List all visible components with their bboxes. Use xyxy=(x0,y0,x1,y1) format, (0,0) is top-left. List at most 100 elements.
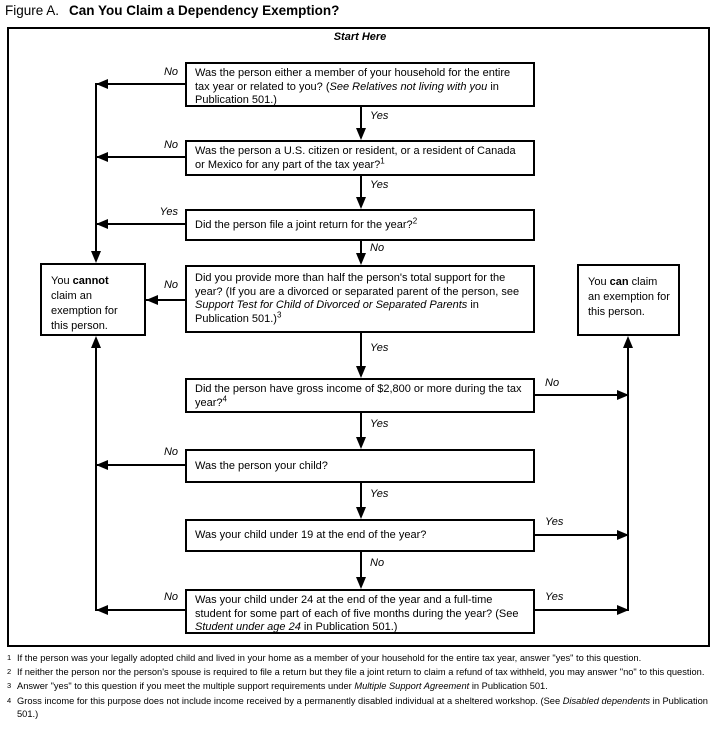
label-q5-yes: Yes xyxy=(370,418,389,430)
result-text: claim an exemption for this person. xyxy=(588,276,670,318)
question-text-italic: Support Test for Child of Divorced or Se… xyxy=(195,299,468,311)
question-text: in Publication 501.) xyxy=(300,621,398,633)
arrow-right-icon xyxy=(617,390,629,400)
connector-q2-no-line xyxy=(95,156,185,158)
footnote-ref: 2 xyxy=(412,216,418,226)
question-text-italic: Student under age 24 xyxy=(195,621,301,633)
question-text: Was the person your child? xyxy=(195,460,328,472)
start-here-label: Start Here xyxy=(333,31,387,43)
arrow-left-icon xyxy=(96,460,108,470)
footnote-text-italic: Multiple Support Agreement xyxy=(354,681,470,692)
flowchart-border xyxy=(7,27,710,647)
label-q3-yes: Yes xyxy=(159,206,178,218)
arrow-left-icon xyxy=(96,79,108,89)
result-text: You xyxy=(51,275,73,287)
footnotes-section: 1 If the person was your legally adopted … xyxy=(5,652,717,722)
left-rail-upper-line xyxy=(95,84,97,253)
footnote-text: Gross income for this purpose does not i… xyxy=(17,695,563,706)
arrow-down-icon xyxy=(356,577,366,589)
arrow-down-icon xyxy=(91,251,101,263)
label-q1-yes: Yes xyxy=(370,110,389,122)
arrow-left-icon xyxy=(146,295,158,305)
footnote-number: 2 xyxy=(7,667,12,677)
footnote-number: 4 xyxy=(7,695,12,705)
label-q6-yes: Yes xyxy=(370,488,389,500)
footnote-ref: 3 xyxy=(276,309,282,319)
connector-q2-q3-line xyxy=(360,176,362,199)
connector-q1-no-line xyxy=(95,83,185,85)
arrow-down-icon xyxy=(356,197,366,209)
question-text: Did the person file a joint return for t… xyxy=(195,219,413,231)
footnote-text: in Publication 501. xyxy=(469,681,548,692)
label-q2-yes: Yes xyxy=(370,179,389,191)
question-box-under-24-student: Was your child under 24 at the end of th… xyxy=(185,589,535,634)
arrow-down-icon xyxy=(356,366,366,378)
footnote-1: 1 If the person was your legally adopted … xyxy=(5,652,717,665)
connector-q3-yes-line xyxy=(95,223,185,225)
question-text: Was your child under 19 at the end of th… xyxy=(195,529,427,541)
footnote-text: If the person was your legally adopted c… xyxy=(17,653,642,663)
result-text: claim an exemption for this person. xyxy=(51,290,118,332)
left-rail-lower-line xyxy=(95,346,97,611)
label-q7-no: No xyxy=(370,557,385,569)
question-box-citizen: Was the person a U.S. citizen or residen… xyxy=(185,140,535,176)
footnote-number: 1 xyxy=(7,653,12,662)
footnote-number: 3 xyxy=(7,681,12,691)
arrow-right-icon xyxy=(617,530,629,540)
question-text: Did the person have gross income of $2,8… xyxy=(195,383,522,409)
label-q4-no: No xyxy=(163,279,178,291)
result-text: You xyxy=(588,276,610,288)
question-box-your-child: Was the person your child? xyxy=(185,449,535,483)
connector-q8-yes-line xyxy=(535,609,628,611)
label-q1-no: No xyxy=(163,66,178,78)
connector-q6-no-line xyxy=(95,464,185,466)
label-q2-no: No xyxy=(163,139,178,151)
figure-title-text: Can You Claim a Dependency Exemption? xyxy=(69,3,340,18)
footnote-3: 3 Answer "yes" to this question if you me… xyxy=(5,680,717,693)
arrow-right-icon xyxy=(617,605,629,615)
label-q8-no: No xyxy=(163,591,178,603)
connector-q7-q8-line xyxy=(360,552,362,578)
label-q7-yes: Yes xyxy=(545,516,564,528)
question-text: in Publication 501.) xyxy=(195,299,479,325)
arrow-left-icon xyxy=(96,605,108,615)
connector-q3-q4-line xyxy=(360,241,362,255)
footnote-ref: 1 xyxy=(380,155,385,165)
arrow-up-icon xyxy=(91,336,101,348)
footnote-4: 4 Gross income for this purpose does not … xyxy=(5,695,717,721)
question-text: Was the person a U.S. citizen or residen… xyxy=(195,145,516,171)
arrow-left-icon xyxy=(96,152,108,162)
question-box-household: Was the person either a member of your h… xyxy=(185,62,535,107)
arrow-down-icon xyxy=(356,507,366,519)
arrow-down-icon xyxy=(356,128,366,140)
footnote-text: Answer "yes" to this question if you mee… xyxy=(17,681,355,692)
connector-q4-no-line xyxy=(146,299,185,301)
arrow-down-icon xyxy=(356,437,366,449)
question-box-under-19: Was your child under 19 at the end of th… xyxy=(185,519,535,552)
connector-q5-no-line xyxy=(535,394,628,396)
footnote-text: If neither the person nor the person's s… xyxy=(17,667,705,678)
label-q8-yes: Yes xyxy=(545,591,564,603)
footnote-ref: 4 xyxy=(222,393,227,403)
footnote-text-italic: Disabled dependents xyxy=(562,695,651,706)
arrow-up-icon xyxy=(623,336,633,348)
label-q5-no: No xyxy=(545,377,560,389)
label-q3-no: No xyxy=(370,242,385,254)
result-box-can-claim: You can claim an exemption for this pers… xyxy=(577,264,680,336)
question-text: Did you provide more than half the perso… xyxy=(195,272,520,298)
result-text-bold: can xyxy=(609,276,629,288)
figure-title: Figure A.Can You Claim a Dependency Exem… xyxy=(5,3,339,18)
connector-q7-yes-line xyxy=(535,534,628,536)
label-q6-no: No xyxy=(163,446,178,458)
label-q4-yes: Yes xyxy=(370,342,389,354)
connector-q4-q5-line xyxy=(360,333,362,367)
question-text: Was your child under 24 at the end of th… xyxy=(195,594,519,620)
question-box-joint-return: Did the person file a joint return for t… xyxy=(185,209,535,241)
footnote-text: in Publication 501.) xyxy=(17,695,708,719)
arrow-down-icon xyxy=(356,253,366,265)
connector-q1-q2-line xyxy=(360,107,362,130)
question-text: in Publication 501.) xyxy=(195,80,499,107)
connector-q6-q7-line xyxy=(360,483,362,508)
arrow-left-icon xyxy=(96,219,108,229)
